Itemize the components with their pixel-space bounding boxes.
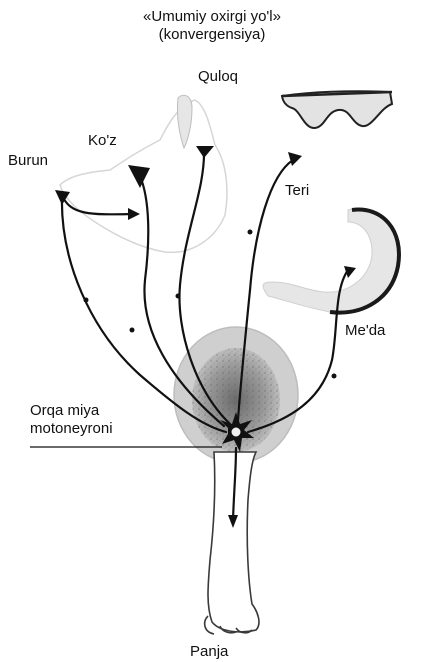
koz-neuron [128, 165, 150, 188]
diagram-title: «Umumiy oxirgi yo'l» [82, 8, 342, 25]
teri-receptor [288, 152, 302, 166]
burun-koz-synapse [128, 208, 140, 220]
diagram-subtitle: (konvergensiya) [82, 26, 342, 43]
label-panja: Panja [190, 643, 228, 660]
label-motoneyroni: motoneyroni [30, 420, 113, 437]
neural-pathways [62, 150, 348, 520]
label-teri: Teri [285, 182, 309, 199]
skin-layer [282, 91, 392, 128]
label-meda: Me'da [345, 322, 385, 339]
label-quloq: Quloq [198, 68, 238, 85]
label-orqa-miya: Orqa miya [30, 402, 99, 419]
label-koz: Ko'z [88, 132, 117, 149]
stomach [263, 208, 399, 313]
ear-shape [177, 95, 192, 148]
label-burun: Burun [8, 152, 48, 169]
dog-leg [205, 452, 259, 634]
quloq-receptor [196, 146, 214, 158]
